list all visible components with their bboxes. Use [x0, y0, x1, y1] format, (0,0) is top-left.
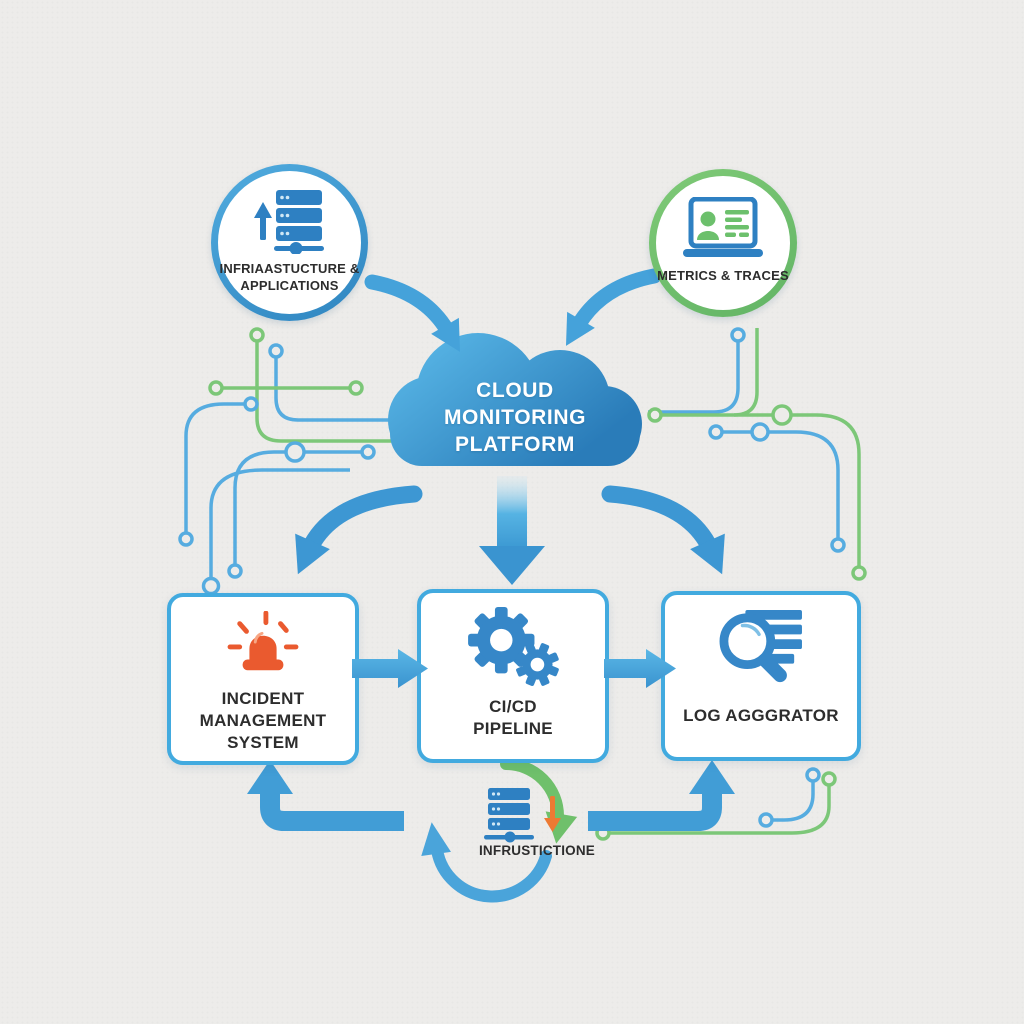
arrow-infrastructure-to-cloud	[364, 274, 460, 352]
down-arrow-icon	[544, 796, 561, 832]
node-infrastructure-loop-label: INFRUSTICTIONE	[478, 843, 596, 858]
node-cicd-pipeline: CI/CD PIPELINE	[417, 589, 609, 763]
node-incident-management-system: INCIDENT MANAGEMENT SYSTEM	[167, 593, 359, 765]
node-label: LOG AGGGRATOR	[683, 706, 839, 725]
arrow-loop-to-incident	[247, 760, 404, 831]
node-label: METRICS & TRACES	[657, 268, 789, 283]
cycle-arrow-blue	[421, 822, 552, 903]
server-stack-up-arrow-icon	[253, 190, 324, 254]
node-infrastructure-loop	[470, 788, 562, 849]
arrow-cloud-to-log	[601, 485, 725, 575]
circuit-traces-green	[222, 328, 861, 835]
gears-icon	[468, 606, 559, 686]
node-label: INCIDENT MANAGEMENT SYSTEM	[199, 689, 327, 753]
circuit-nodes-green	[208, 327, 867, 841]
laptop-metrics-icon	[683, 197, 763, 257]
node-infrastructure-applications: INFRIAASTUCTURE & APPLICATIONS	[211, 164, 368, 321]
node-log-aggregator: LOG AGGGRATOR	[661, 591, 861, 761]
circuit-traces-blue	[184, 342, 840, 822]
node-cloud-monitoring-platform: CLOUD MONITORING PLATFORM	[443, 379, 587, 456]
node-label: CI/CD PIPELINE	[473, 697, 553, 739]
arrow-cloud-to-incident	[295, 485, 423, 575]
node-label: INFRIAASTUCTURE & APPLICATIONS	[219, 261, 360, 293]
arrow-cloud-to-cicd	[479, 476, 545, 585]
magnifier-log-icon	[719, 610, 802, 683]
server-stack-down-arrow-icon	[484, 788, 561, 843]
circuit-nodes-blue	[178, 327, 846, 828]
cloud-shape	[388, 333, 642, 466]
siren-icon	[227, 611, 299, 671]
arrow-loop-to-log	[588, 760, 735, 831]
node-metrics-traces: METRICS & TRACES	[649, 169, 797, 317]
arrow-metrics-to-cloud	[566, 268, 662, 346]
